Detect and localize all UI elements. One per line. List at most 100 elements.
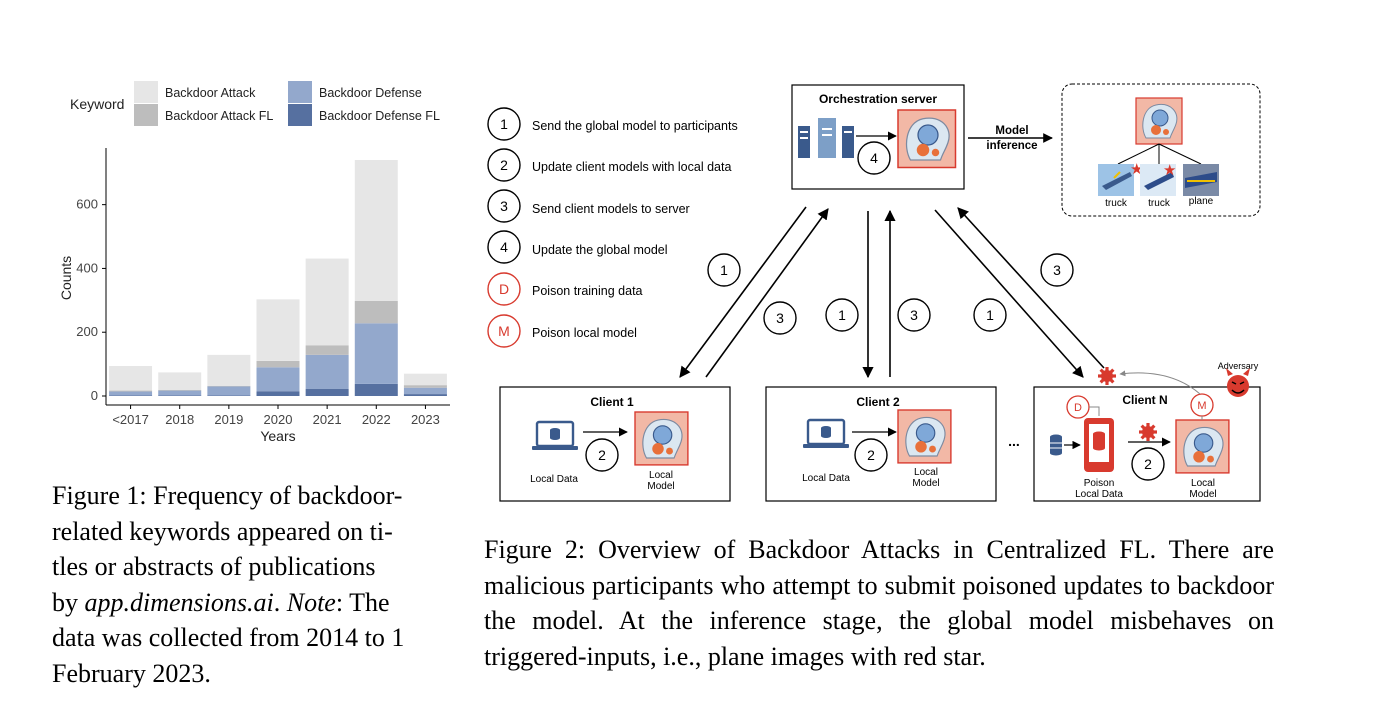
y-tick-label: 200	[76, 324, 98, 339]
inference-label: inference	[986, 140, 1037, 152]
poison-data-label: Poison	[1084, 478, 1115, 489]
poison-gear-icon	[1139, 423, 1157, 441]
caption-line: tles or abstracts of publications	[52, 552, 376, 581]
caption-line: related keywords appeared on ti-	[52, 516, 393, 546]
poison-data-marker	[487, 272, 521, 306]
inference-output-label: plane	[1189, 196, 1214, 207]
step-marker-4	[487, 230, 521, 264]
poison-model-marker-label: M	[1197, 400, 1206, 412]
step-text: Update client models with local data	[532, 160, 731, 174]
step-legend: 1 Send the global model to participants …	[487, 107, 738, 348]
arrow-step-label: 3	[776, 310, 784, 326]
step-marker-label: M	[498, 323, 510, 339]
caption-line: Figure 1: Frequency of backdoor-	[52, 481, 403, 510]
local-model-icon	[1175, 419, 1230, 474]
step-marker-label: D	[499, 281, 509, 297]
legend-label-backdoor-attack-fl: Backdoor Attack FL	[165, 109, 273, 123]
inference-panel: ★ ★ truck truck plane	[1061, 83, 1261, 217]
legend-label-backdoor-defense-fl: Backdoor Defense FL	[319, 109, 440, 123]
x-tick-label: 2018	[165, 412, 194, 427]
bar-segment	[305, 354, 349, 389]
arrow-step-marker	[1040, 253, 1074, 287]
y-axis-label: Counts	[58, 256, 74, 300]
step-text: Send client models to server	[532, 202, 690, 216]
client-step-label: 2	[867, 447, 875, 463]
client-step-marker	[585, 438, 619, 472]
bar-segment	[305, 258, 349, 346]
adversary-label: Adversary	[1218, 361, 1259, 371]
bar-segment	[207, 386, 251, 396]
bar-segment	[354, 160, 398, 301]
backdoored-model-icon	[1135, 97, 1183, 145]
local-model-icon	[897, 409, 952, 464]
caption-text: .	[273, 587, 287, 617]
bar-segment	[256, 367, 300, 392]
bar-segment	[158, 390, 202, 396]
step-text: Send the global model to participants	[532, 119, 738, 133]
legend-swatch-backdoor-defense	[288, 81, 312, 103]
step-marker-3	[487, 189, 521, 223]
step-marker-1	[487, 107, 521, 141]
fl-backdoor-diagram: 1 Send the global model to participants …	[487, 83, 1261, 502]
server-step-marker	[857, 141, 891, 175]
arrow-step-label: 1	[986, 307, 994, 323]
step-text: Poison training data	[532, 284, 643, 298]
arrow-step-label: 1	[720, 262, 728, 278]
bar-segment	[403, 373, 447, 386]
bar-segment	[256, 360, 300, 368]
x-tick-label: 2022	[362, 412, 391, 427]
x-tick-label: 2023	[411, 412, 440, 427]
client-n: Client N D Poison Local Data 2 Local Mod…	[1033, 386, 1261, 502]
caption-line: February 2023.	[52, 658, 211, 688]
poison-data-phone-icon	[1084, 418, 1114, 472]
bar-segment	[158, 389, 202, 391]
server-title: Orchestration server	[819, 92, 937, 106]
legend: Backdoor Attack Backdoor Attack FL Backd…	[134, 81, 440, 126]
client-step-label: 2	[1144, 456, 1152, 472]
local-data-laptop-icon	[530, 420, 580, 452]
legend-item-m: M Poison local model	[487, 314, 637, 348]
bar-segment	[109, 390, 153, 392]
bar-segment	[256, 391, 300, 396]
step-marker-label: 1	[500, 116, 508, 132]
bar-segment	[403, 394, 447, 396]
legend-item-2: 2 Update client models with local data	[487, 148, 731, 182]
local-model-label: Model	[912, 478, 939, 489]
arrow-step-marker	[707, 253, 741, 287]
database-icon	[1050, 434, 1062, 456]
local-model-icon	[634, 411, 689, 466]
client-title: Client N	[1122, 393, 1167, 407]
caption-line: data was collected from 2014 to 1	[52, 623, 405, 652]
legend-swatch-backdoor-attack	[134, 81, 158, 103]
poison-data-label: Local Data	[1075, 489, 1123, 500]
step-marker-2	[487, 148, 521, 182]
step-marker-label: 4	[500, 239, 508, 255]
client-title: Client 2	[856, 395, 900, 409]
arrow-step-marker	[825, 298, 859, 332]
poison-model-marker	[487, 314, 521, 348]
poison-data-marker-label: D	[1074, 402, 1082, 414]
bar-segment	[403, 385, 447, 388]
bar-segment	[207, 395, 251, 396]
arrow-step-label: 3	[910, 307, 918, 323]
caption-text: : The	[335, 587, 390, 617]
arrow-step-label: 3	[1053, 262, 1061, 278]
poisoned-update-gear-icon	[1098, 367, 1116, 385]
bar-segment	[158, 372, 202, 390]
local-data-label: Local Data	[530, 474, 578, 485]
local-model-label: Local	[649, 470, 673, 481]
bar-segment	[109, 366, 153, 391]
client-2: Client 2 Local Data 2 Local Model	[765, 386, 997, 502]
bar-segment	[305, 388, 349, 396]
x-tick-label: <2017	[112, 412, 149, 427]
x-tick-label: 2019	[214, 412, 243, 427]
y-tick-label: 0	[91, 388, 98, 403]
local-model-label: Model	[1189, 489, 1216, 500]
bar-segment	[207, 354, 251, 386]
bar-segment	[207, 385, 251, 387]
client-step-label: 2	[598, 447, 606, 463]
legend-label-backdoor-attack: Backdoor Attack	[165, 86, 256, 100]
x-tick-label: 2020	[264, 412, 293, 427]
arrow-step-marker	[897, 298, 931, 332]
step-text: Update the global model	[532, 243, 668, 257]
